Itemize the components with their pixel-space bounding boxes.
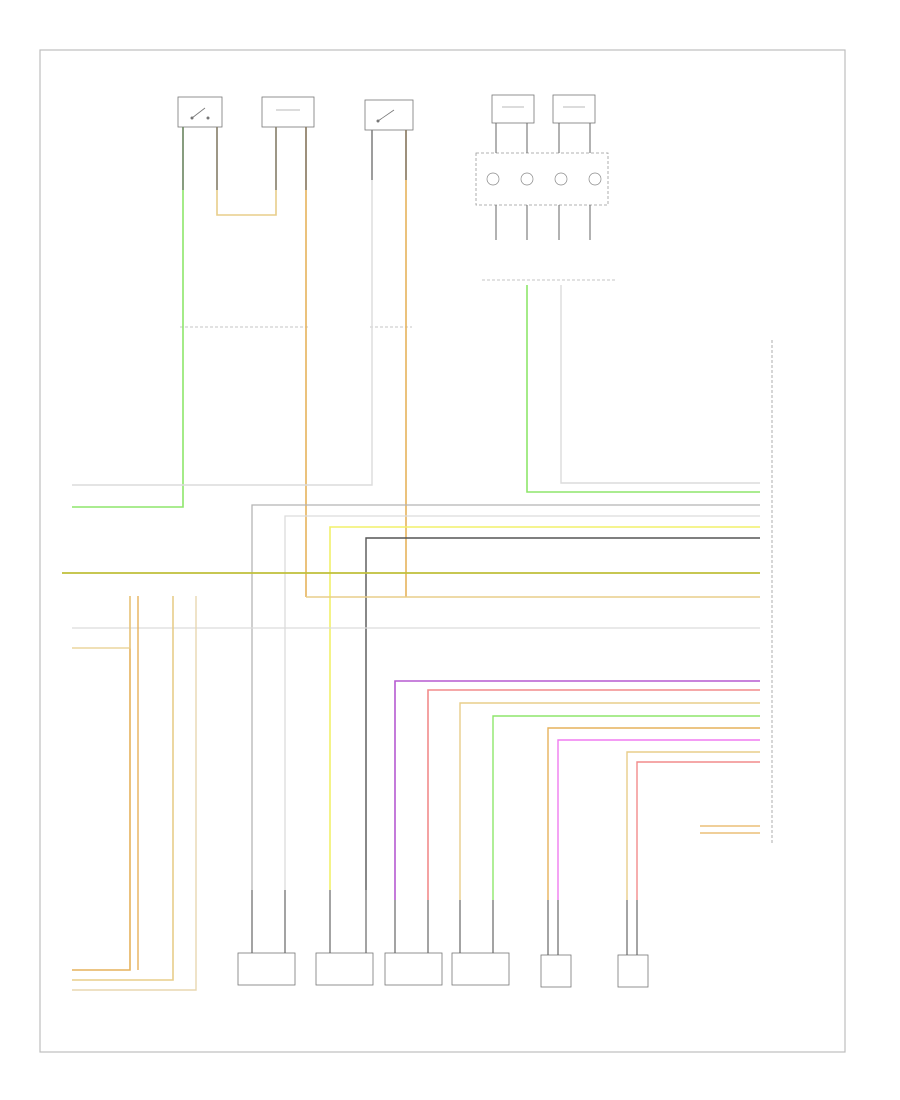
wire-gray-mid-1 bbox=[251, 504, 760, 890]
seat-belt-unit-2 bbox=[552, 94, 596, 124]
component-box-5 bbox=[540, 954, 572, 988]
wire-tan-loop bbox=[216, 127, 277, 216]
wire-tan-left bbox=[72, 596, 174, 981]
wire-tan-lower-2 bbox=[626, 751, 760, 900]
component-box-2 bbox=[315, 952, 374, 986]
component-box-6 bbox=[617, 954, 649, 988]
wire-lightgray-left bbox=[72, 596, 197, 991]
wire-purple bbox=[394, 680, 760, 900]
wire-green-lower bbox=[492, 715, 760, 900]
wire-pink-1 bbox=[427, 689, 760, 900]
connector-block-top-right bbox=[475, 152, 609, 206]
wire-gray-switch bbox=[72, 130, 373, 486]
bottom-connector-tips bbox=[251, 890, 638, 955]
wire-green-left bbox=[72, 127, 184, 508]
passenger-seat-sensor-1 bbox=[261, 96, 315, 128]
wire-tan-lower bbox=[459, 702, 760, 900]
wire-magenta-lower bbox=[557, 739, 760, 900]
block-pins bbox=[495, 123, 591, 240]
wire-orange-lower bbox=[547, 727, 760, 900]
top-switch-pins bbox=[182, 127, 407, 190]
wire-dark-mid bbox=[365, 537, 760, 890]
wire-green-right bbox=[526, 285, 760, 493]
component-box-1 bbox=[237, 952, 296, 986]
wire-lightgray-mid bbox=[284, 515, 760, 890]
component-box-4 bbox=[451, 952, 510, 986]
passenger-seat-switch-1 bbox=[177, 96, 223, 128]
diagram-frame bbox=[39, 49, 846, 1053]
wire-tan-left-top bbox=[72, 596, 131, 649]
driver-seat-switch bbox=[364, 99, 414, 131]
component-box-3 bbox=[384, 952, 443, 986]
wire-bottom-right bbox=[700, 825, 760, 834]
wire-gray-right bbox=[560, 285, 760, 484]
seat-belt-unit-1 bbox=[491, 94, 535, 124]
wire-orange-left-1 bbox=[72, 596, 131, 971]
wire-yellow-mid bbox=[329, 526, 760, 890]
wire-red-lower bbox=[636, 761, 760, 900]
